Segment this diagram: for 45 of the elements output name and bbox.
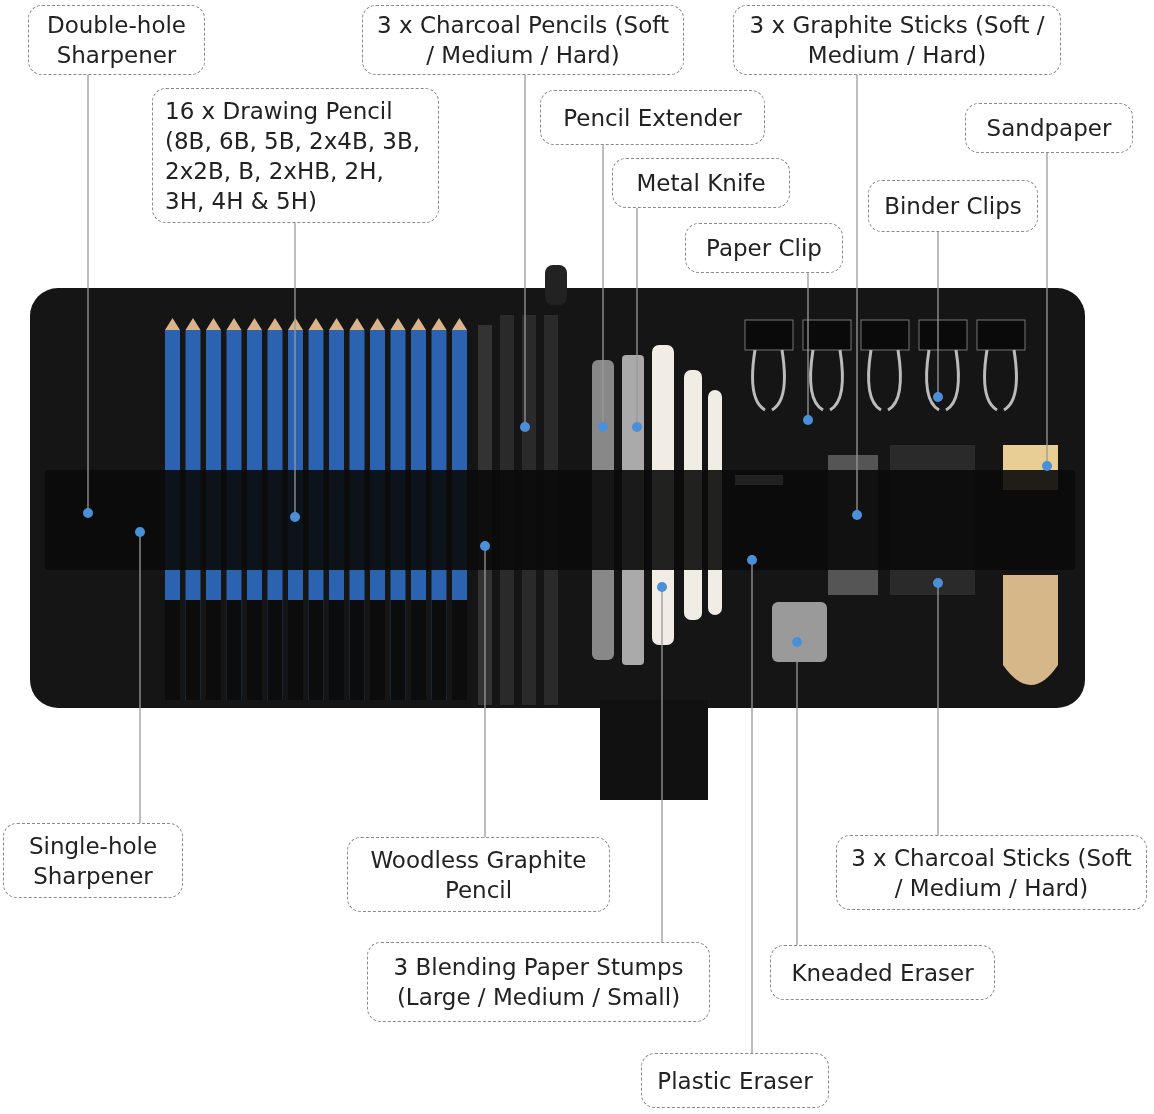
callout-text: Double-hole Sharpener: [46, 11, 187, 70]
callout-box: [367, 942, 710, 1022]
callout-box: [836, 835, 1147, 910]
leader-line: [747, 555, 757, 1054]
callout-text: 3 x Graphite Sticks (Soft / Medium / Hard): [748, 11, 1046, 70]
callout-box: [28, 5, 205, 75]
leader-line: [792, 637, 802, 946]
leader-line: [933, 578, 943, 836]
callout-box: [965, 103, 1133, 153]
leader-line: [657, 582, 667, 943]
leader-line: [480, 541, 490, 838]
leader-line: [852, 74, 862, 520]
callout-text: Binder Clips: [884, 192, 1022, 221]
callout-text: Paper Clip: [706, 234, 822, 263]
leader-line: [135, 527, 145, 824]
callout-text: 3 Blending Paper Stumps (Large / Medium / Small): [392, 953, 685, 1012]
callout-text: Metal Knife: [636, 169, 766, 198]
callout-text: Pencil Extender: [563, 103, 742, 133]
leader-line: [598, 144, 608, 432]
callout-box: [612, 158, 790, 208]
callout-text: 3 x Charcoal Pencils (Soft / Medium / Hard): [376, 11, 670, 70]
callout-box: [770, 945, 995, 1000]
leader-line: [933, 231, 943, 402]
callout-text: Single-hole Sharpener: [27, 831, 159, 891]
leader-line: [803, 272, 813, 425]
callout-box: [152, 88, 439, 223]
leader-line: [520, 74, 530, 432]
callout-box: [347, 837, 610, 912]
callout-box: [641, 1053, 829, 1108]
callout-text: Kneaded Eraser: [791, 958, 974, 988]
callout-text: Plastic Eraser: [657, 1066, 813, 1096]
callout-box: [685, 223, 843, 273]
callout-text: 16 x Drawing Pencil (8B, 6B, 5B, 2x4B, 3B, 2x2B, B, 2xHB, 2H, 3H, 4H & 5H): [165, 96, 422, 216]
leader-line: [1042, 152, 1052, 471]
leader-line: [83, 74, 93, 518]
callout-box: [868, 180, 1038, 232]
callout-box: [362, 5, 684, 75]
leader-line: [290, 222, 300, 522]
callout-box: [733, 5, 1061, 75]
callout-text: Sandpaper: [986, 114, 1112, 143]
callout-box: [540, 90, 765, 145]
callout-box: [3, 823, 183, 898]
callout-text: Woodless Graphite Pencil: [369, 845, 588, 905]
leader-line: [632, 207, 642, 432]
callout-text: 3 x Charcoal Sticks (Soft / Medium / Hard): [850, 843, 1133, 903]
